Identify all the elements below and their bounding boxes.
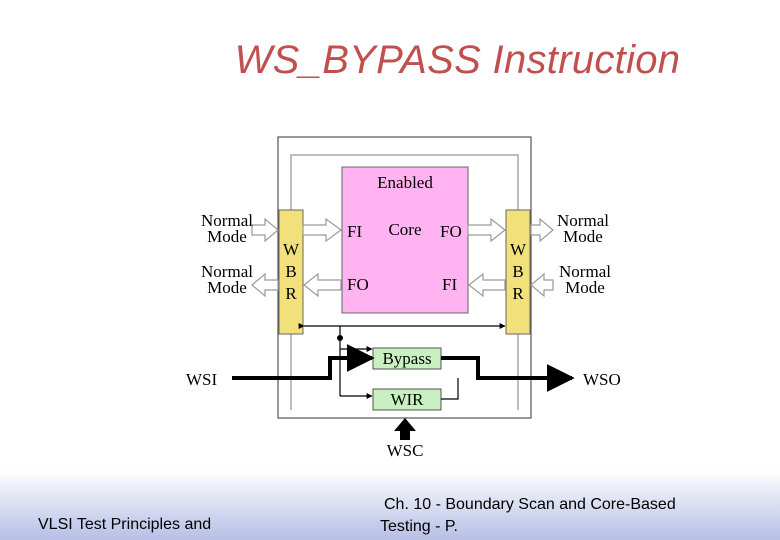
- wir-output-line: [441, 378, 459, 400]
- hollow-arrow-fo-to-wbr: [467, 217, 506, 243]
- hollow-arrow-wbr-to-fi: [302, 217, 343, 243]
- core-port-right-top: FO: [440, 222, 462, 241]
- core-port-left-bottom: FO: [347, 275, 369, 294]
- wbr-right: [505, 209, 531, 335]
- hollow-arrow-normal-in-left: [251, 217, 279, 243]
- wrapper-boundary: [277, 136, 532, 419]
- core-state-label: Enabled: [377, 173, 433, 192]
- bypass-to-wso-path: [441, 356, 575, 392]
- footer-band: [0, 470, 780, 540]
- normal-mode-right-top-line2: Mode: [563, 227, 603, 246]
- wbr-left: [278, 209, 304, 335]
- normal-mode-left-bottom-line2: Mode: [207, 278, 247, 297]
- control-junction-dot: [337, 335, 343, 341]
- wsi-label: WSI: [186, 370, 218, 389]
- wir-register-label: WIR: [390, 390, 424, 409]
- slide-title: WS_BYPASS Instruction: [234, 38, 681, 82]
- footer-book-title: VLSI Test Principles and: [38, 516, 212, 533]
- normal-mode-left-top-line1: Normal: [201, 211, 253, 230]
- wsi-to-bypass-path: [232, 344, 375, 380]
- normal-mode-right-top-line1: Normal: [557, 211, 609, 230]
- wso-label: WSO: [583, 370, 621, 389]
- core-port-left-top: FI: [347, 222, 362, 241]
- footer-chapter-line2: Testing - P.: [380, 518, 458, 535]
- footer-chapter-line1: Ch. 10 - Boundary Scan and Core-Based: [384, 496, 676, 513]
- hollow-arrow-fo-to-left-wbr: [303, 272, 342, 298]
- wbr-left-letter-1: W: [283, 240, 300, 259]
- normal-mode-right-bottom-line2: Mode: [565, 278, 605, 297]
- bypass-register-label: Bypass: [382, 349, 431, 368]
- wbr-right-letter-2: B: [512, 262, 523, 281]
- wsc-label: WSC: [387, 441, 424, 460]
- wsc-arrow: [394, 418, 416, 440]
- core-block: [341, 166, 469, 314]
- footer-chapter: Ch. 10 - Boundary Scan and Core-Based Te…: [380, 494, 740, 538]
- core-name-label: Core: [388, 220, 421, 239]
- wbr-left-letter-2: B: [285, 262, 296, 281]
- normal-mode-left-bottom-line1: Normal: [201, 262, 253, 281]
- hollow-arrow-normal-out-left: [251, 272, 279, 298]
- hollow-arrow-normal-in-right: [530, 272, 554, 298]
- wbr-right-letter-3: R: [512, 284, 524, 303]
- hollow-arrow-normal-out-right: [530, 217, 554, 243]
- hollow-arrow-wbr-to-core-fi: [468, 272, 506, 298]
- normal-mode-left-top-line2: Mode: [207, 227, 247, 246]
- core-port-right-bottom: FI: [442, 275, 457, 294]
- normal-mode-right-bottom-line1: Normal: [559, 262, 611, 281]
- wbr-left-letter-3: R: [285, 284, 297, 303]
- wrapper-grey-route: [290, 154, 519, 210]
- wbr-right-letter-1: W: [510, 240, 527, 259]
